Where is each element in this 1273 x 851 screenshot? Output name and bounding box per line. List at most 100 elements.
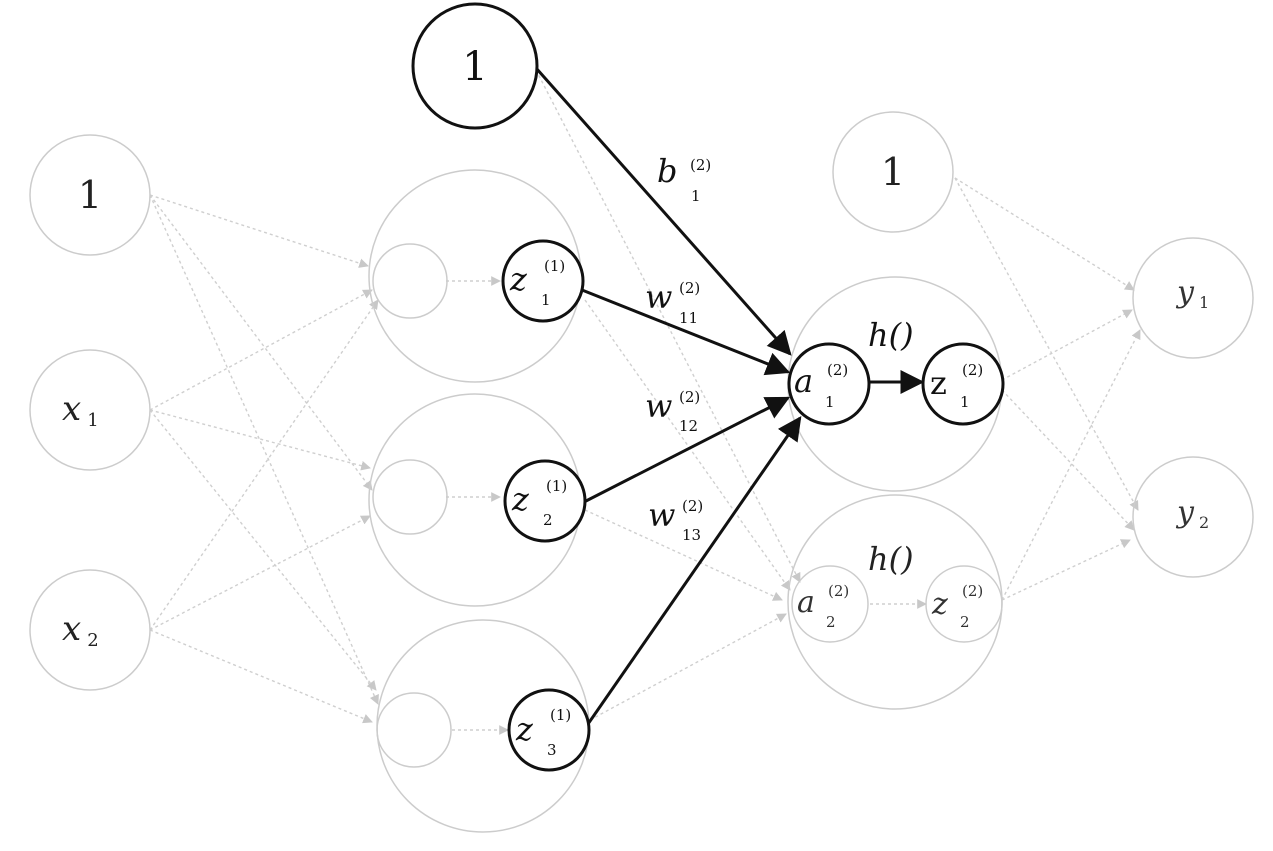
output-y2-node (1132, 456, 1254, 578)
hidden1-z2-label: z (1) 2 (511, 477, 567, 529)
svg-text:(1): (1) (550, 706, 571, 724)
svg-text:(2): (2) (827, 361, 848, 379)
hidden1-z3-label: z (1) 3 (515, 706, 571, 759)
svg-text:(2): (2) (962, 582, 983, 600)
edge-z3-to-a1 (586, 416, 802, 725)
hidden2-neuron-2-outer (787, 494, 1003, 710)
hidden1-z1-label: z (1) 1 (509, 257, 565, 309)
hidden1-z3-node (507, 688, 591, 772)
svg-text:w: w (648, 496, 675, 534)
hidden2-bias-node (832, 111, 954, 233)
svg-text:z: z (511, 480, 530, 518)
edge-z1l2-to-y1 (1001, 309, 1133, 381)
hidden2-z2-label: z (2) 2 (931, 582, 983, 631)
faded-connections (149, 69, 1141, 735)
edge-b1-to-h2 (149, 194, 373, 491)
edge-b2-to-y2 (954, 177, 1139, 511)
svg-text:(1): (1) (546, 477, 567, 495)
edge-z2-to-a1 (583, 396, 791, 504)
svg-text:w: w (645, 387, 672, 425)
svg-text:a: a (794, 362, 813, 400)
svg-text:z: z (930, 364, 947, 402)
svg-text:1: 1 (691, 187, 701, 205)
activation-h-upper-label: h() (868, 316, 914, 354)
svg-text:(2): (2) (962, 361, 983, 379)
edge-bias-to-a2 (535, 69, 801, 583)
svg-text:1: 1 (960, 393, 970, 411)
edge-z1-to-a2 (584, 299, 791, 591)
highlighted-connections (534, 67, 925, 725)
weight-w12-label: w (2) 12 (645, 387, 700, 435)
input-bias-label: 1 (78, 173, 102, 217)
svg-text:(2): (2) (690, 156, 711, 174)
weight-w11-label: w (2) 11 (645, 278, 700, 327)
edge-b1-to-h3 (149, 194, 379, 705)
edge-x1-to-h3 (149, 409, 377, 691)
edge-b2-to-y1 (954, 177, 1135, 291)
hidden1-a3-node (376, 692, 452, 768)
output-y1-node (1132, 237, 1254, 359)
svg-text:(2): (2) (682, 497, 703, 515)
hidden1-z1-node (501, 239, 585, 323)
hidden1-a2-node (372, 459, 448, 535)
svg-text:3: 3 (547, 741, 557, 759)
svg-text:2: 2 (543, 511, 553, 529)
svg-text:1: 1 (541, 291, 551, 309)
edge-z2l2-to-y1 (1001, 329, 1141, 601)
svg-text:2: 2 (826, 613, 836, 631)
svg-text:w: w (645, 278, 672, 316)
edge-bias-to-a1 (534, 67, 792, 356)
hidden2-z1-node (921, 342, 1005, 426)
hidden2-z2-node (925, 565, 1003, 643)
edge-z2-to-a2 (584, 509, 783, 601)
svg-text:(1): (1) (544, 257, 565, 275)
activation-h-lower-label: h() (868, 540, 914, 578)
hidden2-z1-label: z (2) 1 (930, 361, 983, 411)
edge-b1-to-h1 (149, 194, 369, 268)
hidden2-bias-label: 1 (881, 150, 905, 194)
edge-z2l2-to-y2 (1001, 539, 1131, 601)
edge-labels: b (2) 1 w (2) 11 w (2) 12 w (2) 13 h() h… (645, 152, 914, 578)
svg-text:12: 12 (679, 417, 698, 435)
input-x1-node (29, 349, 151, 471)
highlighted-nodes (411, 2, 1005, 772)
svg-text:2: 2 (960, 613, 970, 631)
bias-weight-label: b (2) 1 (657, 152, 711, 205)
svg-text:z: z (515, 710, 534, 748)
svg-text:b: b (657, 152, 677, 190)
edge-z1-to-a1 (581, 288, 791, 376)
svg-text:11: 11 (679, 309, 698, 327)
top-bias-node (411, 2, 539, 130)
hidden2-a2-node (791, 565, 869, 643)
svg-text:z: z (931, 587, 948, 622)
edge-z1l2-to-y2 (1001, 389, 1135, 531)
edge-x2-to-h1 (149, 299, 379, 631)
svg-text:(2): (2) (679, 388, 700, 406)
hidden2-a1-label: a (2) 1 (794, 361, 848, 411)
svg-text:z: z (509, 260, 528, 298)
hidden2-a1-node (787, 342, 871, 426)
top-bias-label: 1 (462, 44, 487, 90)
svg-text:13: 13 (682, 526, 701, 544)
edge-x2-to-h2 (149, 515, 371, 631)
hidden2-a2-label: a (2) 2 (797, 582, 849, 631)
input-x2-node (29, 569, 151, 691)
hidden1-z2-node (503, 459, 587, 543)
svg-text:(2): (2) (679, 279, 700, 297)
edge-x1-to-h1 (149, 289, 373, 411)
edge-z3-to-a2 (589, 613, 787, 721)
input-bias-node (29, 134, 151, 256)
svg-text:(2): (2) (828, 582, 849, 600)
svg-text:1: 1 (825, 393, 835, 411)
svg-text:a: a (797, 585, 815, 620)
hidden1-a1-node (372, 243, 448, 319)
edge-x2-to-h3 (149, 629, 373, 724)
weight-w13-label: w (2) 13 (648, 496, 703, 544)
edge-x1-to-h2 (149, 409, 371, 471)
